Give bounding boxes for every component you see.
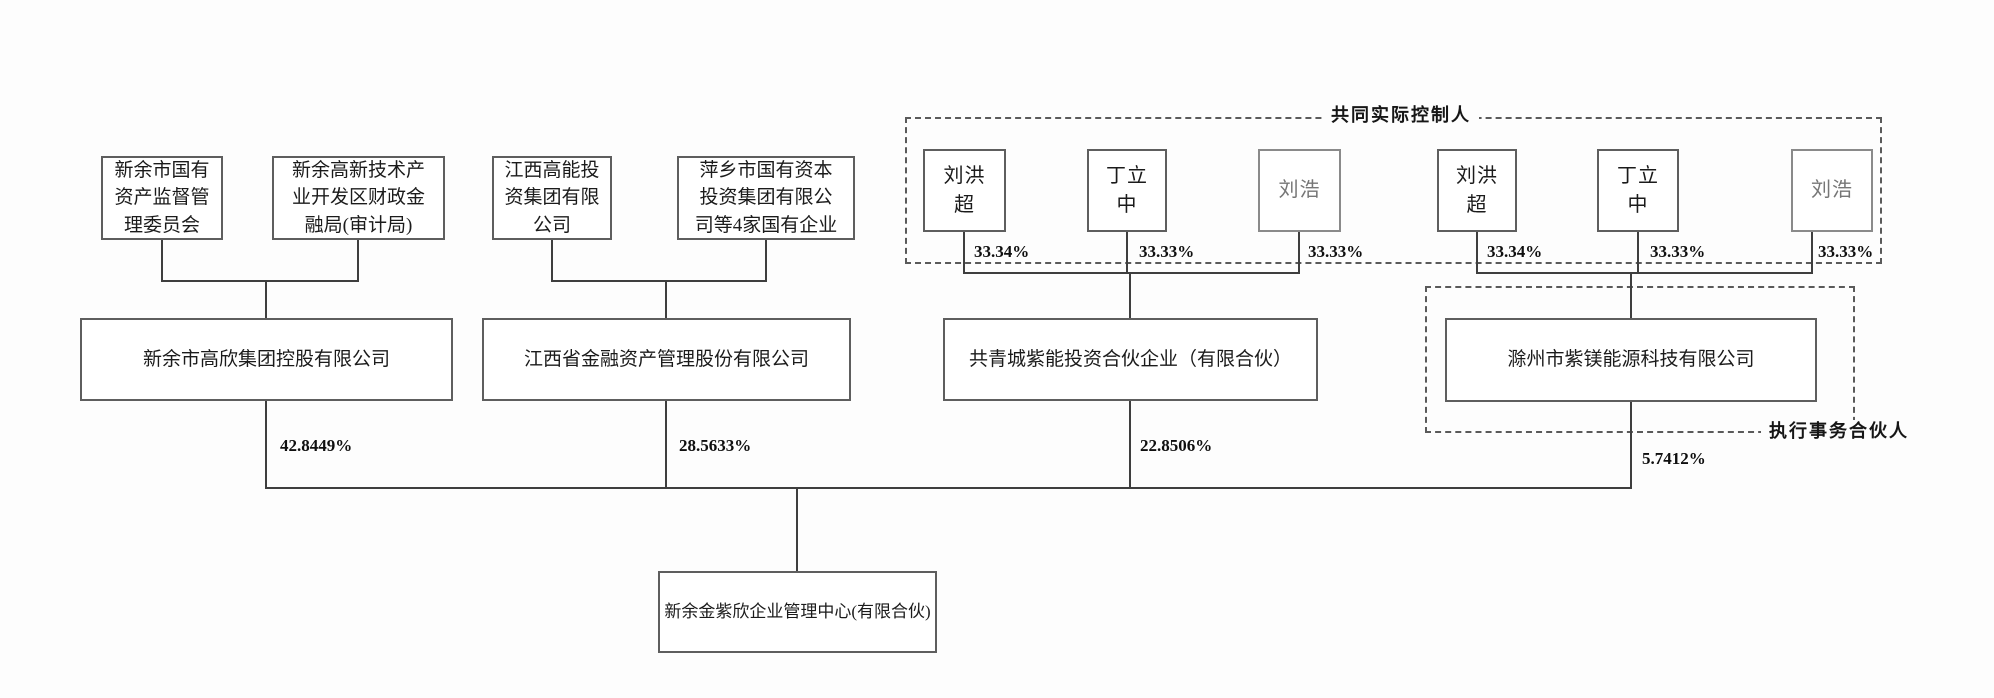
org-box-pingxiang-capital: 萍乡市国有资本投资集团有限公司等4家国有企业 [677, 156, 855, 240]
ownership-percentage: 28.5633% [679, 436, 752, 455]
org-box-label: 新余高新技术产业开发区财政金融局(审计局) [291, 159, 425, 236]
connector-line [1129, 401, 1131, 487]
ownership-percentage: 33.33% [1308, 242, 1364, 261]
person-box-liuhongchao-1: 刘洪超 [923, 149, 1006, 232]
executive-partner-label: 执行事务合伙人 [1761, 420, 1917, 444]
person-box-liuhao-2: 刘浩 [1791, 149, 1873, 232]
ownership-percentage: 33.34% [1487, 242, 1543, 261]
connector-line [265, 280, 267, 318]
person-box-dinglizhong-2: 丁立中 [1597, 149, 1679, 232]
ownership-percentage: 22.8506% [1140, 436, 1213, 455]
org-box-jiangxi-amc: 江西省金融资产管理股份有限公司 [482, 318, 851, 401]
person-name: 刘浩 [1811, 179, 1853, 201]
person-name: 刘洪超 [1456, 164, 1498, 216]
person-name: 丁立中 [1617, 164, 1659, 216]
org-box-gaoxin-holding: 新余市高欣集团控股有限公司 [80, 318, 453, 401]
ownership-percentage: 33.33% [1139, 242, 1195, 261]
connector-line [1129, 272, 1131, 318]
connector-line [265, 401, 267, 487]
ownership-percentage: 5.7412% [1642, 449, 1706, 468]
org-box-root-xinyu-jinzixin: 新余金紫欣企业管理中心(有限合伙) [658, 571, 937, 653]
person-box-liuhongchao-2: 刘洪超 [1437, 149, 1517, 232]
connector-line [665, 401, 667, 487]
person-name: 丁立中 [1106, 164, 1148, 216]
connector-line [1630, 272, 1632, 318]
org-box-label: 江西高能投资集团有限公司 [504, 159, 600, 236]
connector-line [1476, 272, 1813, 274]
org-box-hightech-finance-bureau: 新余高新技术产业开发区财政金融局(审计局) [272, 156, 445, 240]
org-box-label: 江西省金融资产管理股份有限公司 [523, 348, 809, 370]
ownership-percentage: 33.34% [974, 242, 1030, 261]
connector-line [551, 280, 767, 282]
person-name: 刘浩 [1278, 179, 1321, 201]
connector-line [1811, 232, 1813, 274]
ownership-percentage: 33.33% [1650, 242, 1706, 261]
controllers-dashed-region [905, 117, 1882, 264]
ownership-percentage: 33.33% [1818, 242, 1874, 261]
connector-line [551, 240, 553, 282]
connector-line [1298, 232, 1300, 274]
connector-line [357, 240, 359, 282]
connector-line [265, 487, 1632, 489]
org-box-label: 新余市国有资产监督管理委员会 [114, 159, 210, 236]
connector-line [1637, 232, 1639, 274]
org-box-label: 萍乡市国有资本投资集团有限公司等4家国有企业 [694, 159, 838, 236]
org-box-label: 共青城紫能投资合伙企业（有限合伙） [968, 348, 1292, 370]
connector-line [1630, 402, 1632, 487]
org-box-jiangxi-gaoneng: 江西高能投资集团有限公司 [492, 156, 612, 240]
connector-line [665, 280, 667, 318]
connector-line [1476, 232, 1478, 274]
person-box-dinglizhong-1: 丁立中 [1087, 149, 1167, 232]
person-name: 刘洪超 [943, 164, 986, 216]
org-box-label: 新余金紫欣企业管理中心(有限合伙) [664, 601, 931, 621]
person-box-liuhao-1: 刘浩 [1258, 149, 1341, 232]
connector-line [161, 240, 163, 282]
connector-line [796, 487, 798, 571]
connector-line [1126, 232, 1128, 274]
connector-line [161, 280, 359, 282]
controllers-region-label: 共同实际控制人 [1323, 104, 1479, 128]
connector-line [963, 232, 965, 274]
connector-line [963, 272, 1300, 274]
connector-line [765, 240, 767, 282]
org-box-gongqingcheng-zineng: 共青城紫能投资合伙企业（有限合伙） [943, 318, 1318, 401]
org-box-xinyu-sasac: 新余市国有资产监督管理委员会 [101, 156, 223, 240]
executive-partner-dashed-region [1425, 286, 1855, 433]
org-box-label: 新余市高欣集团控股有限公司 [142, 348, 390, 370]
org-box-label: 滁州市紫镁能源科技有限公司 [1507, 349, 1755, 371]
org-box-chuzhou-zimei: 滁州市紫镁能源科技有限公司 [1445, 318, 1817, 402]
ownership-percentage: 42.8449% [280, 436, 353, 455]
